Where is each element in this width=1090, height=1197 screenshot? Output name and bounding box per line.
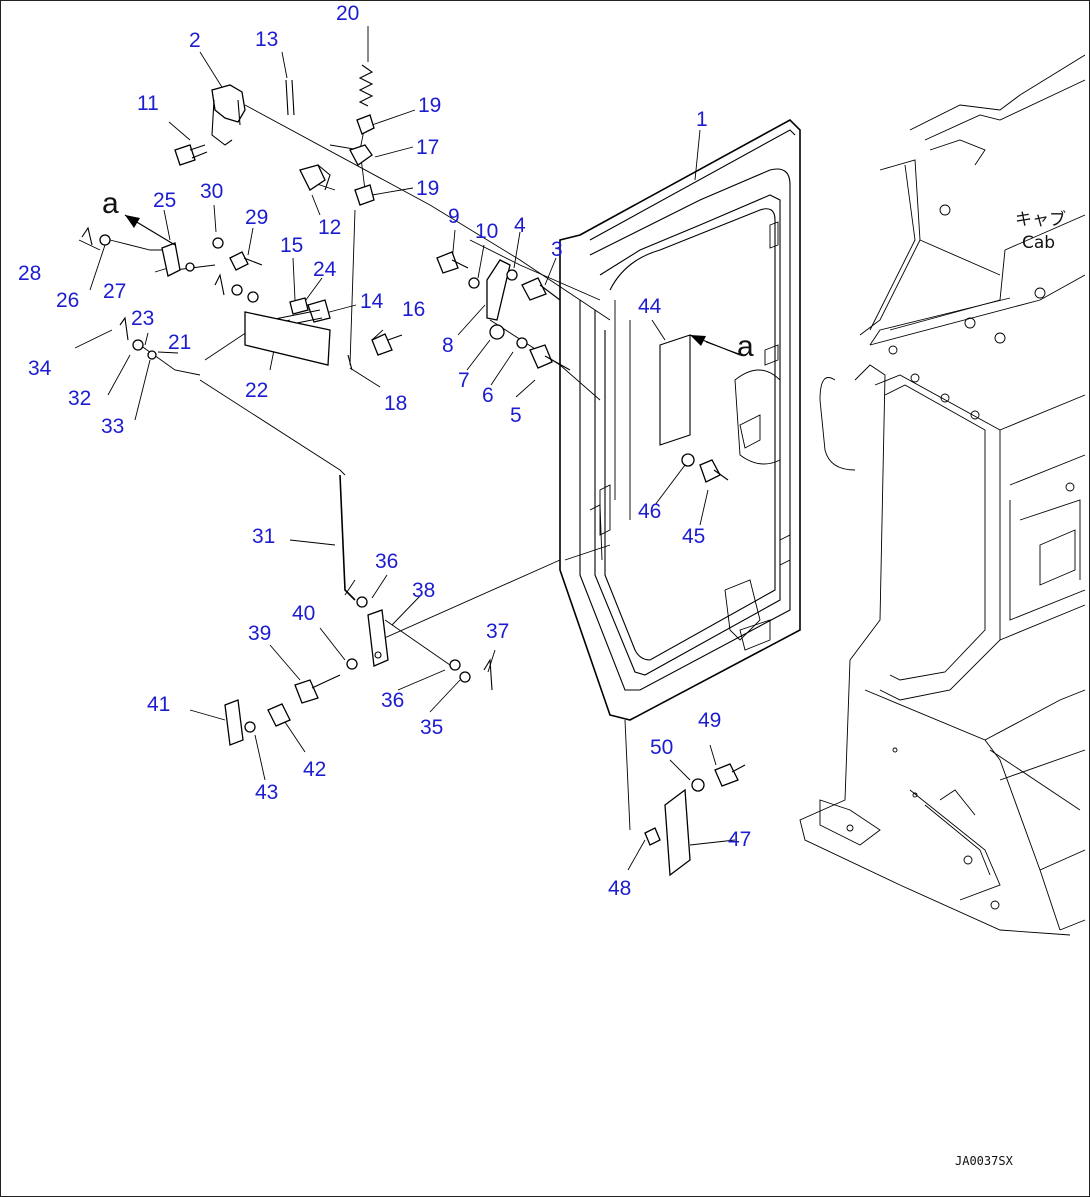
callout-21: 21 [168,331,191,354]
callout-16: 16 [402,298,425,321]
callout-40: 40 [292,602,315,625]
callout-11: 11 [137,92,159,115]
callout-30: 30 [200,180,223,203]
callout-43: 43 [255,781,278,804]
callout-38: 38 [412,579,435,602]
callout-36-lower: 36 [381,689,404,712]
callout-23: 23 [131,307,154,330]
callout-32: 32 [68,387,91,410]
callout-22: 22 [245,379,268,402]
callout-labels: 1 2 3 4 5 6 7 8 9 10 11 12 13 14 15 16 1… [18,2,751,900]
callout-1: 1 [696,108,708,131]
callout-33: 33 [101,415,124,438]
callout-2: 2 [189,29,201,52]
view-marker-a-left: a [102,187,119,220]
callout-17: 17 [416,136,439,159]
callout-47: 47 [728,828,751,851]
callout-35: 35 [420,716,443,739]
callout-49: 49 [698,709,721,732]
callout-15: 15 [280,234,303,257]
callout-25: 25 [153,189,176,212]
callout-46: 46 [638,500,661,523]
callout-42: 42 [303,758,326,781]
cab-outline [799,54,1086,936]
callout-6: 6 [482,384,494,407]
drawing-code: JA0037SX [955,1154,1014,1168]
door-panel-1 [559,119,801,721]
callout-5: 5 [510,404,522,427]
callout-13: 13 [255,28,278,51]
callout-48: 48 [608,877,631,900]
callout-31: 31 [252,525,275,548]
callout-14: 14 [360,290,384,313]
callout-29: 29 [245,206,268,229]
callout-4: 4 [514,214,526,237]
cab-label: キャブ Cab [1015,209,1066,253]
callout-19-top: 19 [418,94,441,117]
callout-27: 27 [103,280,126,303]
callout-3: 3 [551,238,563,261]
callout-7: 7 [458,369,470,392]
callout-28: 28 [18,262,41,285]
leader-lines [74,26,743,871]
callout-19-lower: 19 [416,177,439,200]
callout-34: 34 [28,357,52,380]
callout-9: 9 [448,205,460,228]
callout-12: 12 [318,216,341,239]
callout-8: 8 [442,334,454,357]
callout-44: 44 [638,295,662,318]
callout-24: 24 [313,258,337,281]
cab-label-en: Cab [1022,233,1055,253]
callout-18: 18 [384,392,407,415]
callout-20: 20 [336,2,359,25]
hardware-parts [81,64,746,877]
callout-39: 39 [248,622,271,645]
callout-36-upper: 36 [375,550,398,573]
callout-26: 26 [56,289,79,312]
view-marker-a-door: a [737,330,754,363]
callout-37: 37 [486,620,509,643]
callout-41: 41 [147,693,170,716]
view-arrows [124,214,741,356]
callout-50: 50 [650,736,673,759]
cab-label-jp: キャブ [1015,209,1066,230]
callout-45: 45 [682,525,705,548]
callout-10: 10 [475,220,498,243]
